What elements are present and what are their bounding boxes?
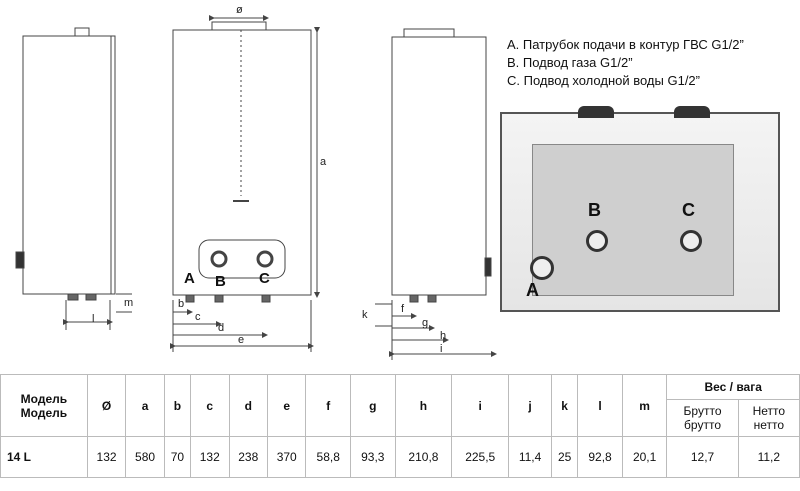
table-cell: 132	[86, 436, 127, 478]
net-label-2: нетто	[753, 418, 785, 432]
table-header-col: m	[621, 374, 668, 437]
table-cell: 25	[551, 436, 579, 478]
table-cell: 11,4	[508, 436, 553, 478]
legend-item-a: A. Патрубок подачи в контур ГВС G1/2”	[507, 37, 744, 52]
photo-label-a: A	[526, 280, 539, 300]
table-cell: 20,1	[621, 436, 668, 478]
table-header-gross: Брутто брутто	[666, 399, 739, 437]
dim-label-diameter: ø	[236, 4, 243, 16]
photo-label-b: B	[588, 200, 601, 220]
table-cell: 238	[228, 436, 268, 478]
table-header-col: b	[163, 374, 192, 437]
dim-label-m: m	[124, 297, 134, 309]
photo-hot-water-outlet	[530, 256, 554, 280]
photo-label-c: C	[682, 200, 695, 220]
table-header-col: c	[190, 374, 230, 437]
front-view	[170, 15, 320, 352]
table-header-col: k	[551, 374, 579, 437]
table-row: 14 L 132 580 70 132 238 370 58,8 93,3 21…	[0, 436, 800, 478]
table-header-col: f	[305, 374, 351, 437]
table-header-col: d	[228, 374, 268, 437]
table-header-col: a	[125, 374, 165, 437]
dim-label-g: g	[422, 317, 429, 329]
photo-knob-right	[674, 106, 710, 118]
table-header-model: Модель Модель	[0, 374, 88, 437]
table-header-net: Нетто нетто	[737, 399, 800, 437]
heater-interior-photo: B C A	[500, 106, 780, 312]
technical-drawings	[15, 15, 497, 360]
dim-label-b: b	[178, 298, 185, 310]
gross-label-1: Брутто	[683, 404, 722, 418]
table-header-col: h	[394, 374, 453, 437]
table-cell: 132	[190, 436, 230, 478]
table-cell: 93,3	[350, 436, 396, 478]
side-view-right	[375, 28, 497, 360]
side-view-left	[15, 27, 132, 330]
dimensions-table: Модель Модель Ø a b c d e f g h i j k l …	[0, 374, 800, 478]
net-label-1: Нетто	[752, 404, 786, 418]
front-label-b: B	[215, 273, 226, 290]
model-label-2: Модель	[20, 405, 68, 420]
table-cell: 210,8	[394, 436, 453, 478]
front-label-a: A	[184, 270, 195, 287]
gross-label-2: брутто	[684, 418, 721, 432]
dim-label-k: k	[362, 309, 368, 321]
table-header-weight: Вес / вага	[666, 374, 800, 400]
legend-item-b: B. Подвод газа G1/2”	[507, 55, 633, 70]
dim-label-a: a	[320, 156, 327, 168]
table-header-col: g	[350, 374, 396, 437]
photo-knob-left	[578, 106, 614, 118]
table-header-col: i	[451, 374, 510, 437]
front-label-c: C	[259, 270, 270, 287]
table-cell-gross: 12,7	[666, 436, 739, 478]
table-cell: 58,8	[305, 436, 351, 478]
connection-legend: A. Патрубок подачи в контур ГВС G1/2” B.…	[507, 36, 744, 90]
dim-label-c: c	[195, 311, 201, 323]
table-cell-model: 14 L	[0, 436, 88, 478]
table-cell: 70	[163, 436, 192, 478]
table-cell-net: 11,2	[737, 436, 800, 478]
dim-label-i: i	[440, 343, 443, 355]
table-cell: 225,5	[451, 436, 510, 478]
table-header-col: Ø	[86, 374, 127, 437]
table-cell: 370	[266, 436, 307, 478]
dim-label-l: l	[92, 313, 95, 325]
table-cell: 92,8	[577, 436, 623, 478]
dim-label-h: h	[440, 330, 447, 342]
legend-item-c: C. Подвод холодной воды G1/2”	[507, 73, 700, 88]
model-label-1: Модель	[20, 391, 68, 406]
table-header-col: e	[266, 374, 307, 437]
table-cell: 580	[125, 436, 165, 478]
dim-label-e: e	[238, 334, 245, 346]
photo-water-inlet	[680, 230, 702, 252]
photo-gas-inlet	[586, 230, 608, 252]
dim-label-f: f	[401, 303, 405, 315]
dim-label-d: d	[218, 322, 225, 334]
table-header-col: j	[508, 374, 553, 437]
photo-mechanism	[532, 144, 734, 296]
table-header-col: l	[577, 374, 623, 437]
